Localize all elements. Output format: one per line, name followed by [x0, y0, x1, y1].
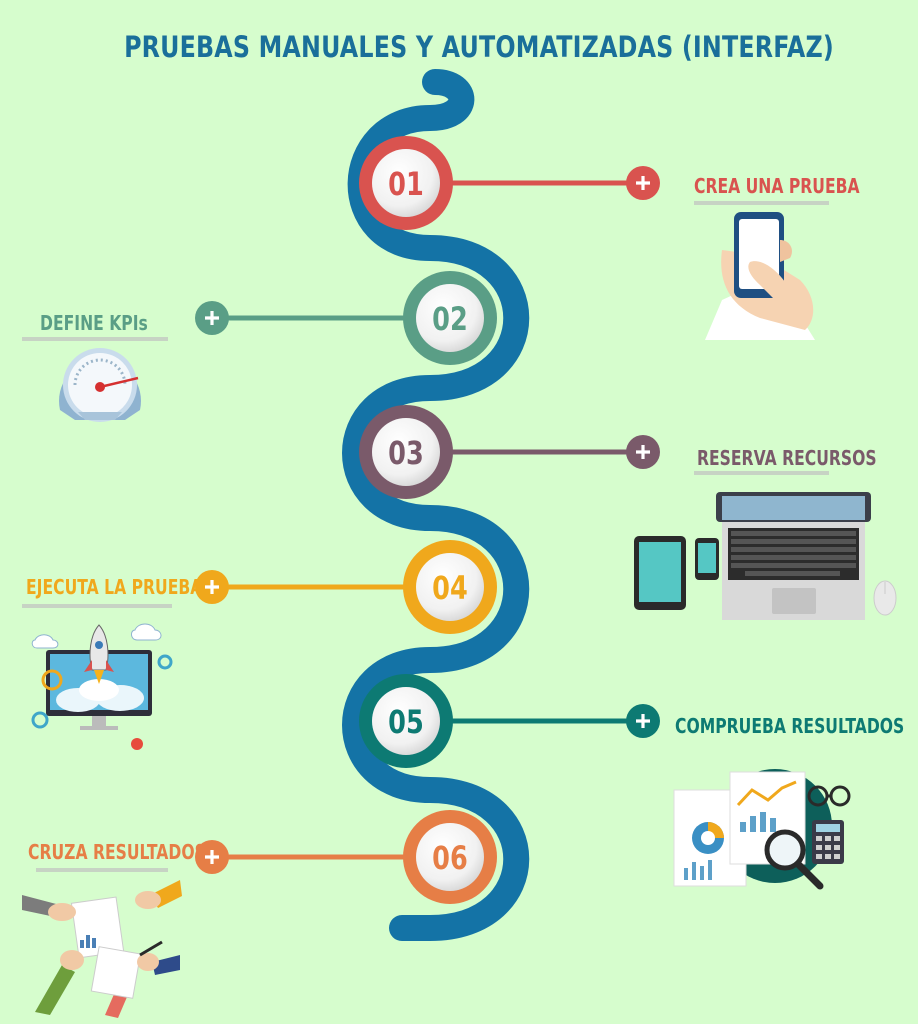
hands-exchanging-documents-icon	[22, 880, 182, 1018]
step-number-02: 02	[432, 300, 468, 338]
step-label-06: CRUZA RESULTADOS	[28, 840, 206, 864]
reports-magnifier-icon	[673, 769, 851, 890]
step-number-05: 05	[388, 703, 424, 741]
step-circle-04: 04	[403, 540, 497, 634]
hand-smartphone-icon	[705, 212, 815, 340]
speedometer-gauge-icon	[59, 348, 141, 422]
plus-button-03[interactable]	[626, 435, 660, 469]
step-label-03: RESERVA RECURSOS	[697, 446, 877, 470]
label-underline-01	[694, 201, 829, 205]
step-number-01: 01	[388, 165, 424, 203]
step-label-01: CREA UNA PRUEBA	[694, 174, 860, 198]
plus-button-06[interactable]	[195, 840, 229, 874]
devices-laptop-tablet-phone-icon	[634, 492, 897, 620]
step-label-04: EJECUTA LA PRUEBA	[26, 575, 203, 599]
label-underline-03	[694, 471, 829, 475]
step-circle-05: 05	[359, 674, 453, 768]
label-underline-04	[22, 604, 172, 608]
step-label-02: DEFINE KPIs	[40, 311, 148, 335]
plus-button-02[interactable]	[195, 301, 229, 335]
plus-button-04[interactable]	[195, 570, 229, 604]
step-label-05: COMPRUEBA RESULTADOS	[675, 714, 905, 738]
step-circle-03: 03	[359, 405, 453, 499]
plus-button-01[interactable]	[626, 166, 660, 200]
step-circle-06: 06	[403, 810, 497, 904]
step-number-04: 04	[432, 569, 468, 607]
step-number-06: 06	[432, 839, 468, 877]
step-circle-02: 02	[403, 271, 497, 365]
label-underline-06	[36, 868, 168, 872]
step-number-03: 03	[388, 434, 424, 472]
plus-button-05[interactable]	[626, 704, 660, 738]
label-underline-02	[22, 337, 168, 341]
step-circle-01: 01	[359, 136, 453, 230]
rocket-monitor-launch-icon	[31, 623, 173, 750]
page-title: PRUEBAS MANUALES Y AUTOMATIZADAS (INTERF…	[124, 30, 834, 64]
